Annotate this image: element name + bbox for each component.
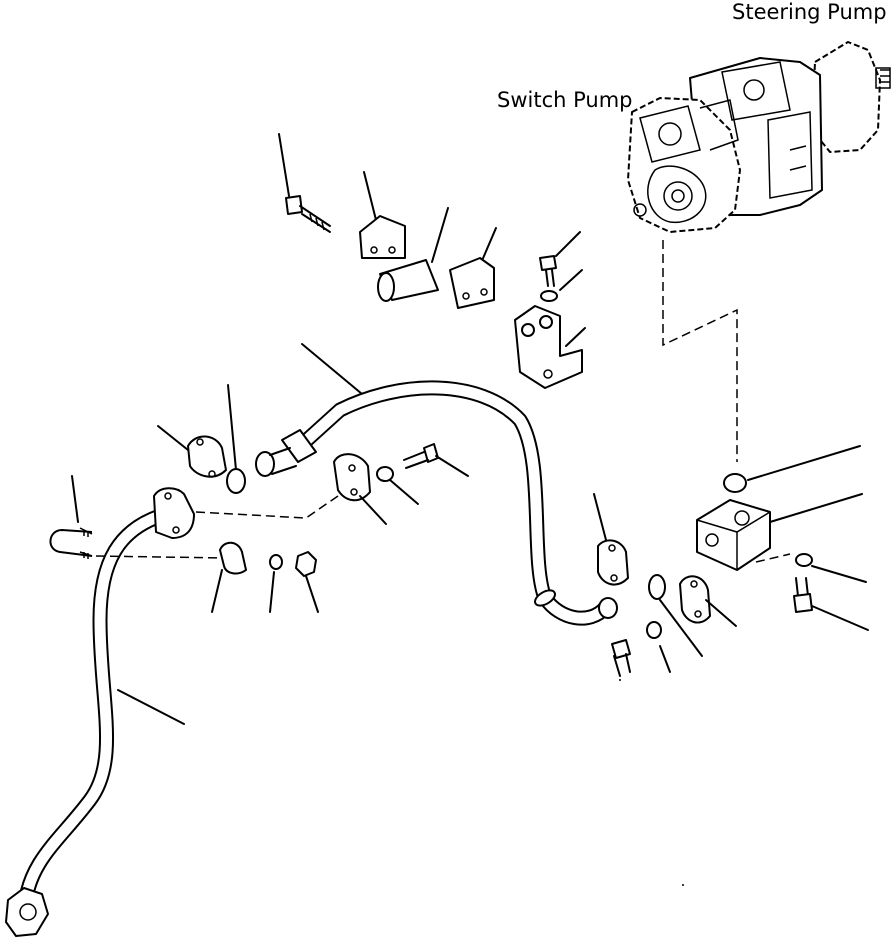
clamp-right: [679, 575, 737, 627]
steering-pump-label: Steering Pump: [732, 0, 887, 24]
bolt-top: [278, 133, 331, 233]
bolt-washer-bracket: [514, 231, 586, 389]
u-bolt: [49, 475, 93, 559]
bolt-lower-right: [611, 621, 671, 681]
split-flange-right: [593, 493, 629, 586]
bracket-1: [359, 171, 406, 259]
clamp-center: [333, 443, 469, 525]
sleeve: [377, 207, 449, 302]
hose-middle: [255, 343, 618, 626]
washer-bolt-far-right: [793, 553, 869, 631]
clamp-nuts-lower: [95, 541, 319, 613]
bracket-2: [449, 227, 497, 309]
port-block: [696, 445, 863, 571]
pump-assembly: [627, 41, 891, 233]
switch-pump-label: Switch Pump: [497, 88, 633, 112]
hose-long: [5, 487, 195, 937]
o-ring-right: [648, 574, 703, 657]
split-flange-left: [157, 384, 246, 494]
